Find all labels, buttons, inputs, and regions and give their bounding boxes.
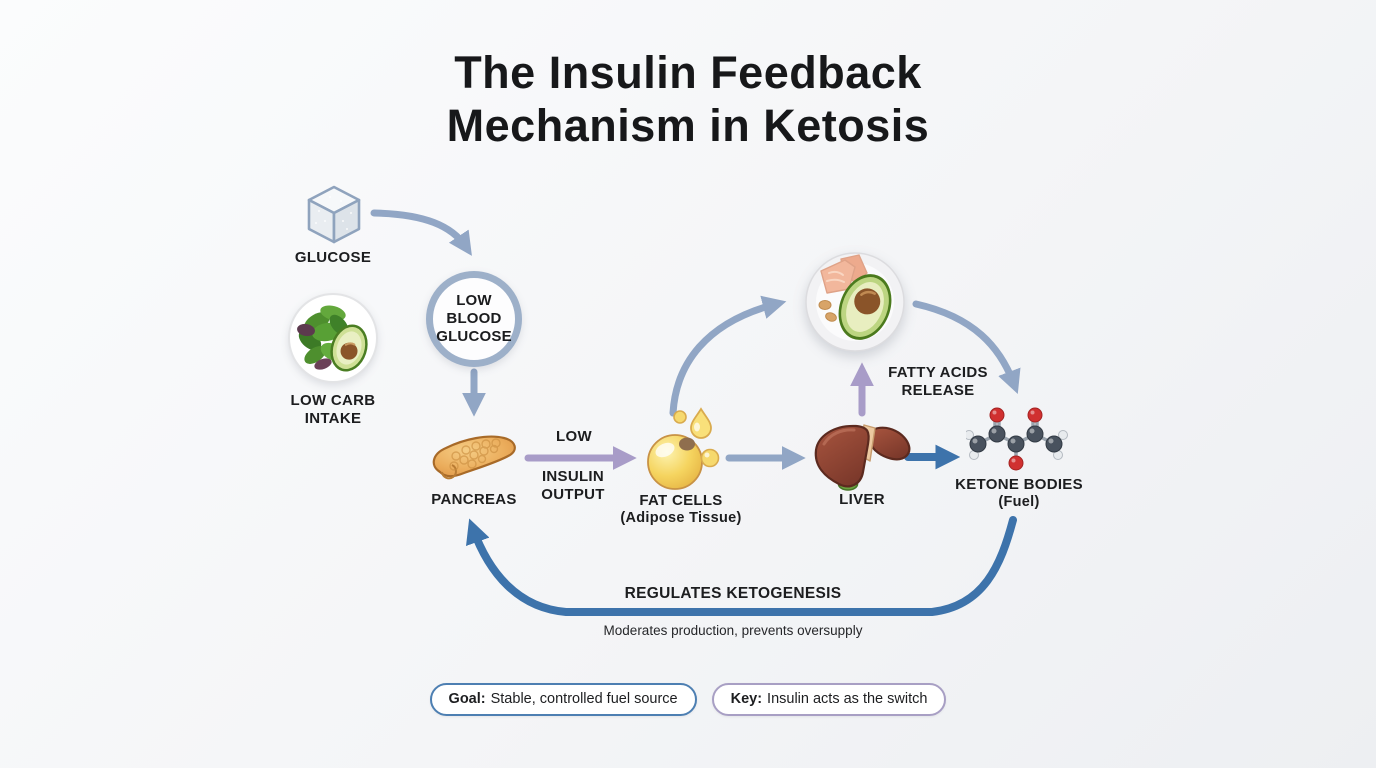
lbg-line-2: BLOOD — [446, 309, 502, 327]
insulin-output-line-2: INSULIN — [541, 468, 605, 485]
goal-badge-text: Stable, controlled fuel source — [490, 691, 678, 707]
page-title: The Insulin Feedback Mechanism in Ketosi… — [0, 46, 1376, 152]
fatty-acids-line-2: RELEASE — [901, 382, 975, 400]
ketone-bodies-sublabel: (Fuel) — [998, 494, 1040, 511]
lbg-line-1: LOW — [456, 291, 492, 309]
arrow-fatcells-to-plate — [669, 295, 787, 417]
fat-cells-title: FAT CELLS — [639, 492, 723, 509]
pancreas-label: PANCREAS — [431, 491, 517, 508]
liver-label: LIVER — [839, 491, 885, 508]
low-carb-label: LOW CARB INTAKE — [263, 392, 403, 429]
fatty-acids-label: FATTY ACIDS RELEASE — [858, 364, 1018, 401]
liver-icon — [814, 424, 911, 491]
arrow-glucose-to-lowbloodglucose — [370, 209, 472, 256]
goal-badge-prefix: Goal: — [448, 691, 486, 707]
low-carb-line-1: LOW CARB — [290, 392, 376, 409]
fat-cells-label: FAT CELLS (Adipose Tissue) — [601, 492, 761, 528]
fat-cell-icon — [647, 407, 720, 490]
glucose-label: GLUCOSE — [294, 249, 372, 266]
low-carb-line-2: INTAKE — [304, 410, 362, 428]
ketone-bodies-title: KETONE BODIES — [955, 476, 1083, 493]
low-blood-glucose-node: LOW BLOOD GLUCOSE — [426, 271, 522, 367]
insulin-output-low: LOW — [556, 428, 592, 445]
insulin-output-label: INSULIN OUTPUT — [503, 468, 643, 505]
pancreas-icon — [432, 435, 516, 480]
ketone-bodies-label: KETONE BODIES (Fuel) — [939, 476, 1099, 512]
title-line-1: The Insulin Feedback — [454, 47, 922, 98]
fatty-acids-line-1: FATTY ACIDS — [888, 364, 988, 381]
salad-bowl-icon — [288, 293, 378, 383]
goal-badge: Goal: Stable, controlled fuel source — [429, 683, 697, 717]
footer-badges: Goal: Stable, controlled fuel source Key… — [0, 683, 1376, 717]
key-badge-text: Insulin acts as the switch — [767, 691, 928, 707]
avocado-plate-icon — [805, 252, 905, 352]
key-badge-prefix: Key: — [730, 691, 763, 707]
lbg-line-3: GLUCOSE — [436, 328, 512, 346]
fat-cells-sublabel: (Adipose Tissue) — [620, 510, 742, 527]
ketone-molecule-icon — [966, 407, 1068, 471]
key-badge: Key: Insulin acts as the switch — [711, 683, 947, 717]
regulates-ketogenesis-note: Moderates production, prevents oversuppl… — [603, 623, 863, 638]
title-line-2: Mechanism in Ketosis — [446, 100, 930, 152]
insulin-output-line-3: OUTPUT — [541, 486, 605, 504]
regulates-ketogenesis-label: REGULATES KETOGENESIS — [624, 585, 842, 602]
sugar-cube-icon — [307, 185, 361, 244]
